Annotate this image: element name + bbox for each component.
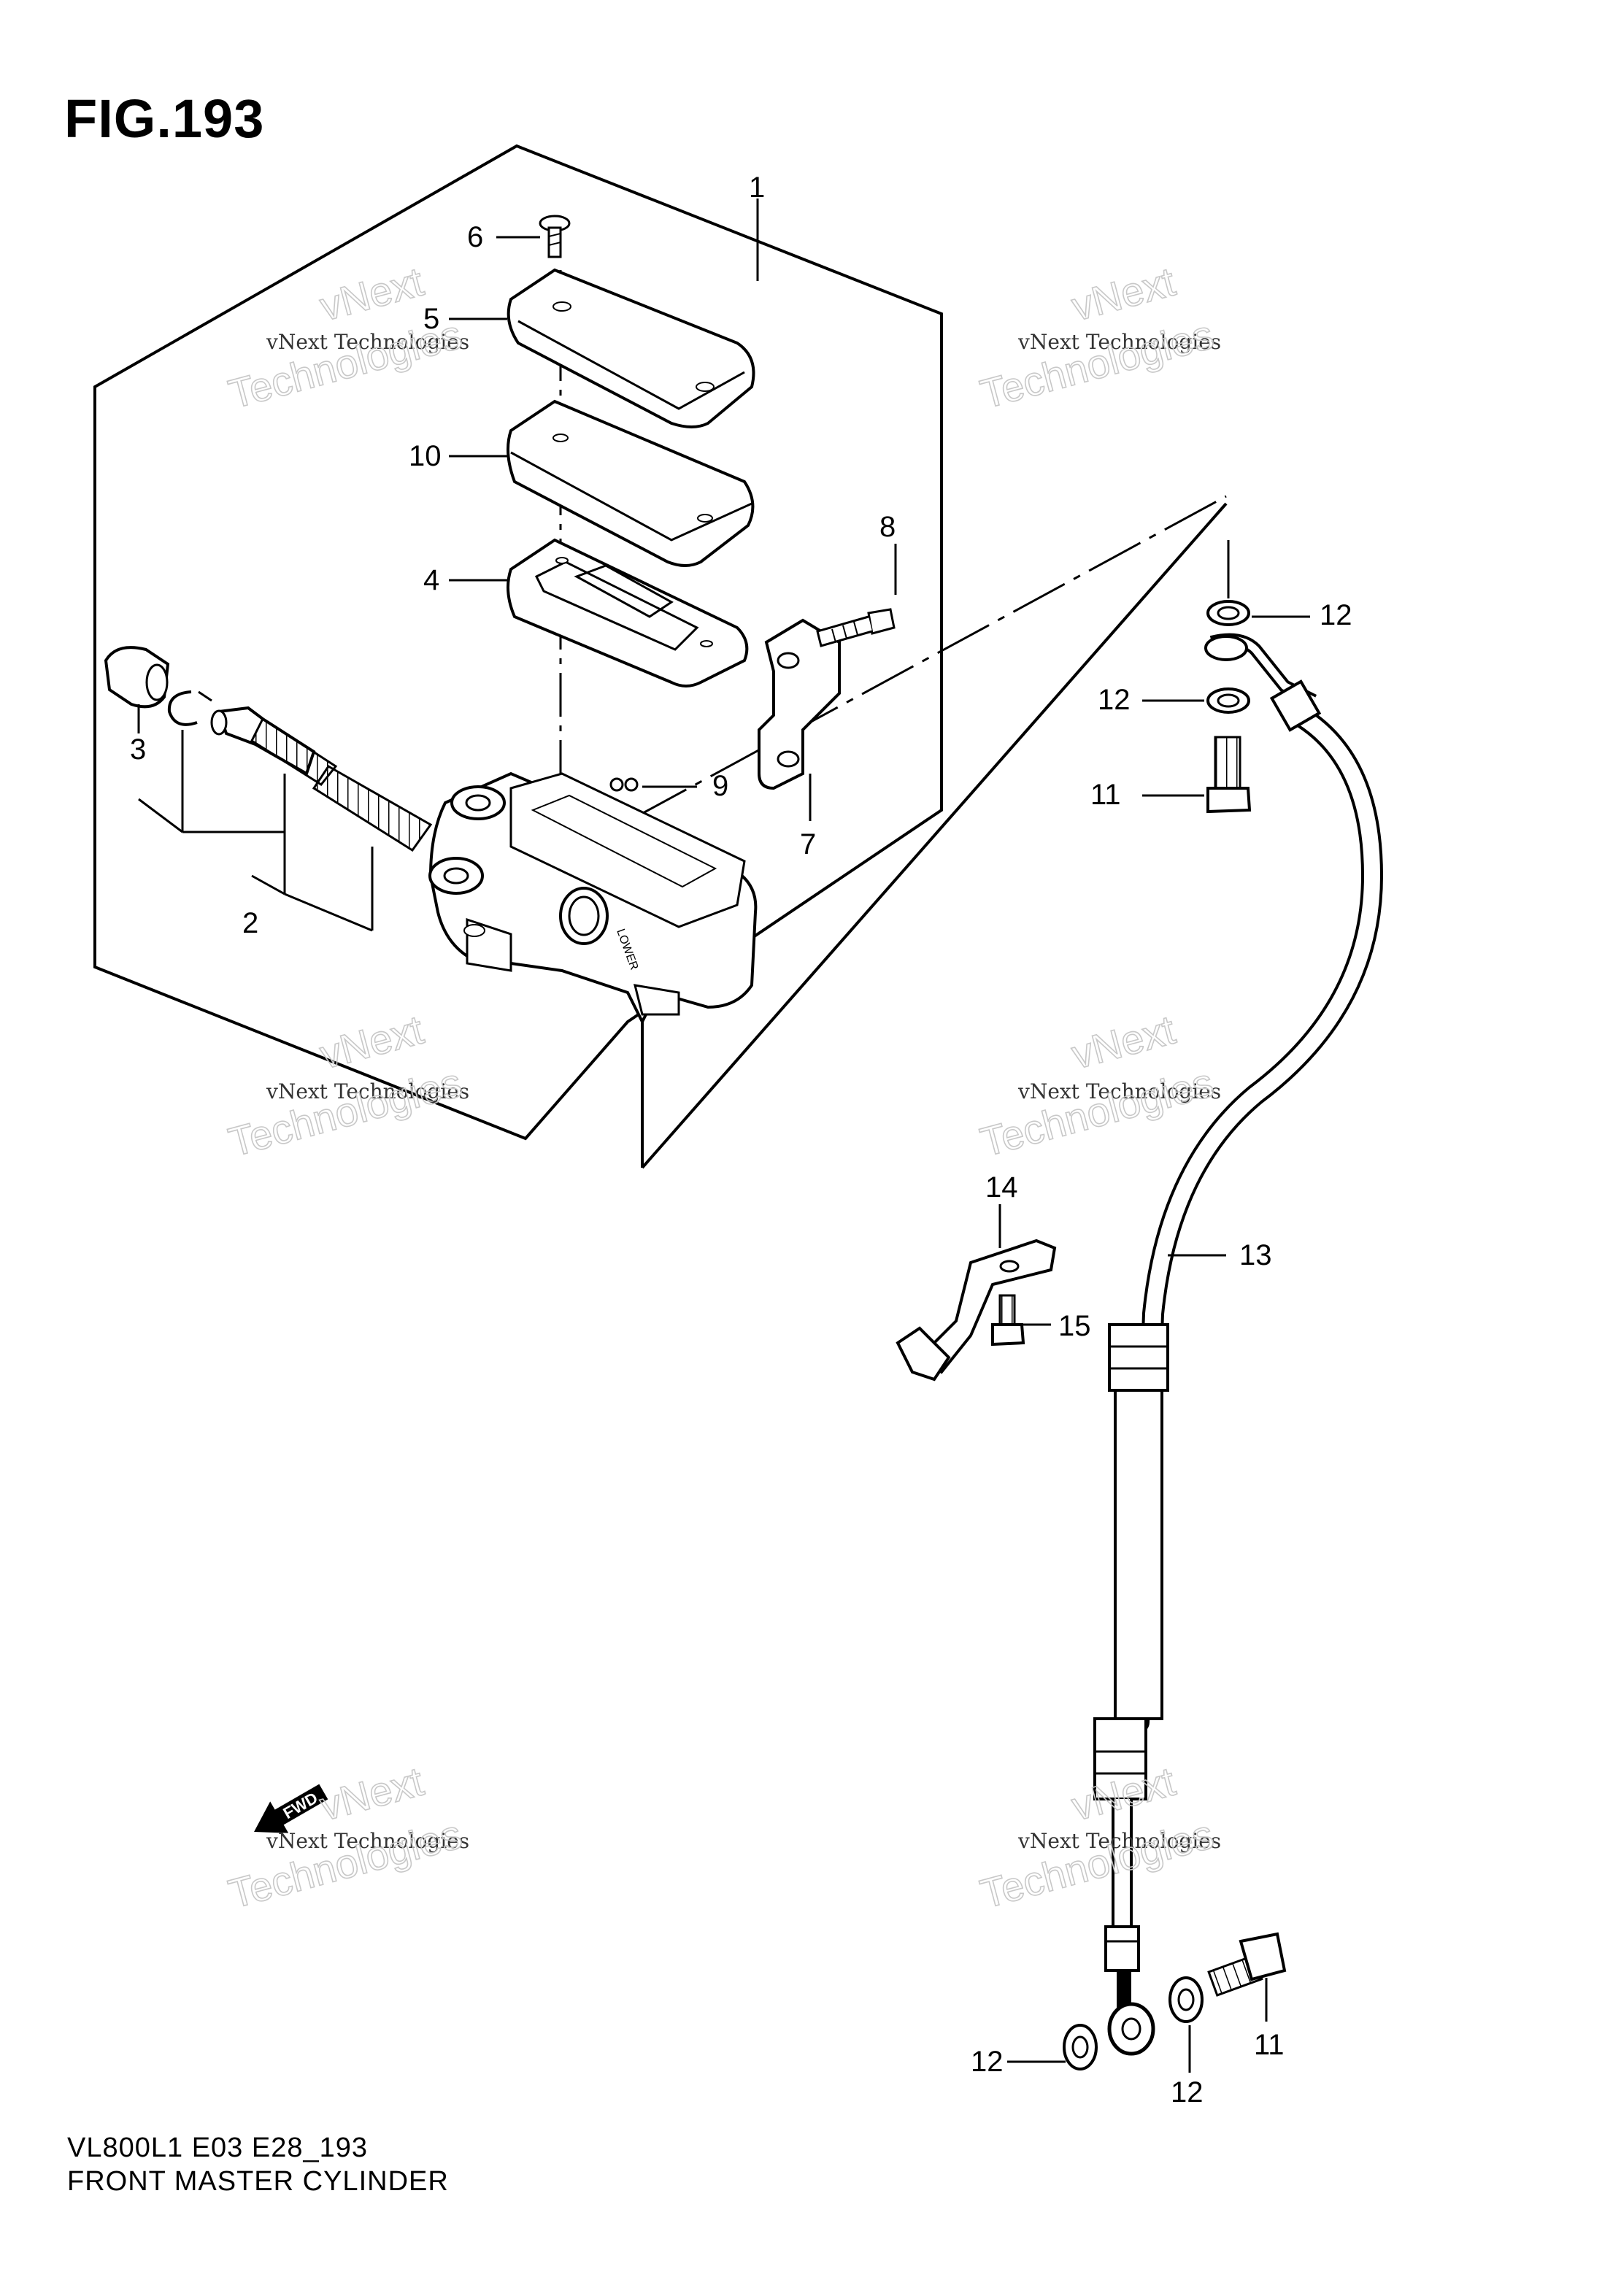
figure-title: FIG.193 [64,88,265,149]
callout-15: 15 [1058,1310,1091,1342]
callout-14: 14 [985,1171,1018,1203]
callout-3: 3 [130,733,146,766]
diaphragm [507,538,749,687]
svg-text:Technologies: Technologies [976,1059,1218,1165]
svg-text:vNext: vNext [315,1758,428,1830]
washer-bottom-1-hole [1071,2035,1089,2059]
piston-spring [210,706,433,852]
washer-top-1-hole [1217,606,1240,620]
callout-12-d: 12 [1171,2076,1204,2108]
callout-2: 2 [242,907,258,939]
svg-text:vNext Technologies: vNext Technologies [266,1829,469,1853]
upper-banjo-fitting [1204,633,1322,732]
callout-9: 9 [712,770,728,802]
callout-11-top: 11 [1090,779,1121,811]
brake-hose [1093,704,1384,2056]
svg-text:Technologies: Technologies [976,311,1218,417]
svg-text:vNext: vNext [315,1006,428,1078]
watermark-5: vNext Technologies vNext Technologies [223,1757,469,1918]
callout-10: 10 [409,440,442,472]
figure-name: FRONT MASTER CYLINDER [67,2166,449,2197]
holder-bolt [816,608,896,647]
callout-11-bottom: 11 [1254,2029,1285,2061]
callout-12-b: 12 [1098,684,1131,716]
clamp-bolt [991,1294,1025,1347]
watermark-2: vNext Technologies vNext Technologies [975,258,1221,418]
watermark-3: vNext Technologies vNext Technologies [223,1006,469,1166]
svg-text:Technologies: Technologies [224,1059,466,1165]
holder [758,618,841,790]
callout-4: 4 [423,564,439,596]
svg-text:vNext: vNext [1067,258,1180,330]
union-bolt-top [1206,736,1252,814]
circlip [167,690,212,726]
reservoir-plate [507,399,755,567]
svg-text:vNext Technologies: vNext Technologies [266,1079,469,1103]
callout-numbers: 1 2 3 4 5 6 7 8 9 10 11 11 12 12 12 12 1… [130,172,1352,2108]
leader-lines [137,199,1310,2073]
callout-12-a: 12 [1320,599,1352,631]
guide-line-lower-2 [641,502,1228,1169]
svg-text:Technologies: Technologies [976,1811,1218,1916]
svg-text:vNext Technologies: vNext Technologies [1017,1079,1221,1103]
svg-text:vNext Technologies: vNext Technologies [1017,1829,1221,1853]
watermark-1: vNext Technologies vNext Technologies [223,258,469,418]
svg-text:vNext: vNext [1067,1006,1180,1078]
callout-1: 1 [749,172,765,204]
callout-6: 6 [467,221,483,253]
svg-text:Technologies: Technologies [224,311,466,417]
master-cylinder-body: LOWER [428,771,758,1025]
callout-5: 5 [423,303,439,335]
svg-text:vNext Technologies: vNext Technologies [266,330,469,354]
assembly-outline [93,144,943,1141]
washer-top-2-hole [1217,693,1240,708]
screw-part [539,215,571,258]
reservoir-cap [507,268,755,428]
callout-13: 13 [1239,1239,1272,1271]
watermark-6: vNext Technologies vNext Technologies [975,1757,1221,1918]
watermark-4: vNext Technologies vNext Technologies [975,1006,1221,1166]
washer-bottom-2-hole [1177,1988,1195,2011]
model-code: VL800L1 E03 E28_193 [67,2133,369,2163]
pin-clip [609,777,639,792]
svg-text:vNext: vNext [315,258,428,330]
svg-text:vNext Technologies: vNext Technologies [1017,330,1221,354]
guide-line [634,495,1227,819]
union-bolt-bottom [1207,1932,1287,1997]
callout-12-c: 12 [971,2046,1004,2078]
callout-7: 7 [800,828,816,860]
hose-clamp [896,1238,1057,1382]
boot [104,646,170,709]
callout-8: 8 [879,511,896,543]
